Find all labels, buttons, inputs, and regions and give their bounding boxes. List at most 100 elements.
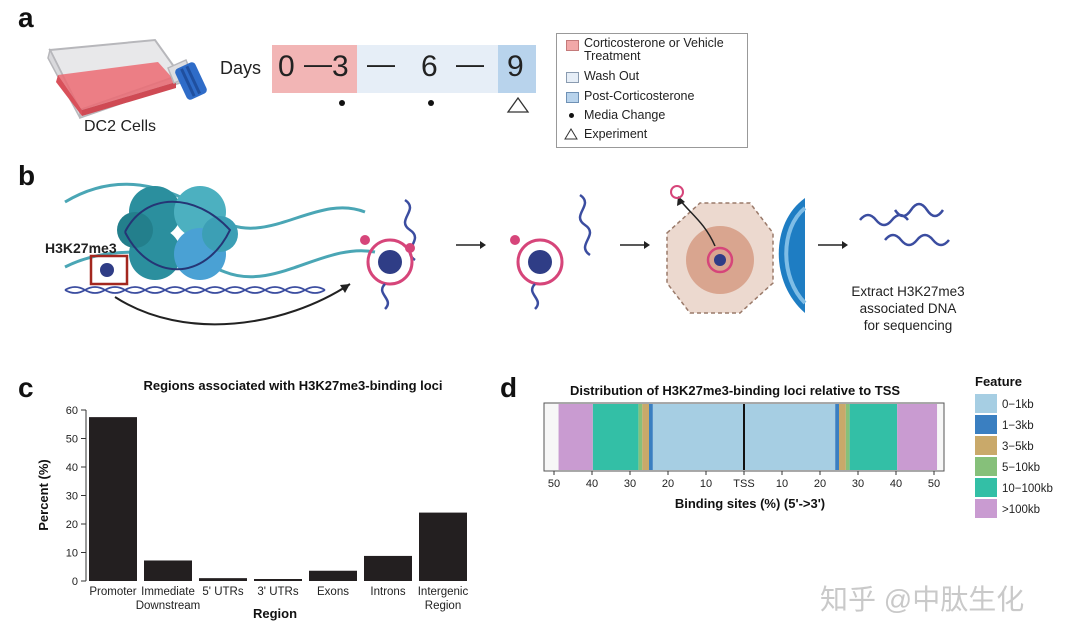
bar <box>254 579 302 581</box>
y-tick-label: 50 <box>66 434 78 446</box>
legend-swatch-washout <box>566 72 579 83</box>
extract-dna-caption: Extract H3K27me3 associated DNA for sequ… <box>851 284 965 333</box>
panel-label-c: c <box>18 372 34 403</box>
x-tick-label: 30 <box>852 478 864 490</box>
segment-10-100kb-downstream <box>849 404 898 470</box>
x-tick-label: 30 <box>624 478 636 490</box>
timeline-dash: — <box>304 48 332 79</box>
bar <box>419 512 467 581</box>
segment-10-100kb-upstream <box>592 404 639 470</box>
category-label: Intergenic <box>418 586 469 598</box>
timeline-day-9: 9 <box>507 50 524 83</box>
chart-d-legend-title: Feature <box>975 374 1022 389</box>
chart-c-ylabel: Percent (%) <box>36 459 51 531</box>
y-tick-label: 10 <box>66 548 78 560</box>
timeline-day-6: 6 <box>421 50 438 83</box>
category-label: Downstream <box>136 600 201 612</box>
antibody-bound-fragment-1 <box>360 198 417 310</box>
washout-period-bar <box>357 45 498 93</box>
bar <box>309 570 357 581</box>
chart-d-xlabel: Binding sites (%) (5'->3') <box>675 496 825 511</box>
x-tick-label: 40 <box>586 478 598 490</box>
legend-swatch <box>975 394 997 413</box>
legend-swatch <box>975 436 997 455</box>
extracted-dna-icon <box>859 202 950 247</box>
segment-0-1kb-downstream <box>744 404 836 470</box>
legend-triangle-icon <box>564 128 578 140</box>
arrow-icon <box>456 241 486 249</box>
legend-label-washout: Wash Out <box>584 69 640 83</box>
bar <box>89 417 137 581</box>
category-label: 5' UTRs <box>202 586 243 598</box>
bar <box>144 560 192 581</box>
legend-label: 3−5kb <box>1002 441 1034 453</box>
timeline-day-3: 3 <box>332 50 349 83</box>
tss-distribution-chart: Distribution of H3K27me3-binding loci re… <box>543 374 1053 518</box>
timeline-dash: — <box>367 48 395 79</box>
chart-d-title: Distribution of H3K27me3-binding loci re… <box>570 383 900 398</box>
legend-dot-icon <box>569 113 574 118</box>
legend-label-experiment: Experiment <box>584 127 648 141</box>
x-tick-label: 40 <box>890 478 902 490</box>
legend-label: 10−100kb <box>1002 483 1053 495</box>
x-tick-label: 20 <box>814 478 826 490</box>
x-tick-label: 10 <box>776 478 788 490</box>
timeline-day-0: 0 <box>278 50 295 83</box>
y-tick-label: 40 <box>66 462 78 474</box>
media-change-dot <box>428 100 434 106</box>
nucleosome-illustration <box>64 182 376 326</box>
category-label: Promoter <box>89 586 136 598</box>
experiment-triangle-icon <box>506 96 530 113</box>
segment-5-10kb-downstream <box>845 404 850 470</box>
watermark-text: 知乎 @中肽生化 <box>820 584 1025 615</box>
chart-c-title: Regions associated with H3K27me3-binding… <box>143 378 442 393</box>
legend-swatch <box>975 415 997 434</box>
category-label: 3' UTRs <box>257 586 298 598</box>
x-tick-label: 50 <box>548 478 560 490</box>
x-tick-label: 10 <box>700 478 712 490</box>
timeline-dash: — <box>456 48 484 79</box>
legend-swatch-treatment <box>566 40 579 51</box>
arrow-icon <box>818 241 848 249</box>
days-label: Days <box>220 58 262 78</box>
y-tick-label: 20 <box>66 519 78 531</box>
segment-3-5kb-downstream <box>839 404 846 470</box>
segment->100kb-upstream <box>558 404 593 470</box>
legend-swatch <box>975 478 997 497</box>
legend-label-post: Post-Corticosterone <box>584 89 695 103</box>
category-label: Exons <box>317 586 349 598</box>
post-corticosterone-period-bar <box>498 45 536 93</box>
media-change-dot <box>339 100 345 106</box>
segment-0-1kb-upstream <box>652 404 744 470</box>
segment-3-5kb-upstream <box>642 404 649 470</box>
category-label: Region <box>425 600 461 612</box>
category-label: Immediate <box>141 586 195 598</box>
segment-1-3kb-downstream <box>835 404 839 470</box>
legend-swatch <box>975 499 997 518</box>
legend-label: 0−1kb <box>1002 399 1034 411</box>
segment-5-10kb-upstream <box>638 404 643 470</box>
x-tick-label: 20 <box>662 478 674 490</box>
h3k27me3-mark-label: H3K27me3 <box>45 240 117 256</box>
segment->100kb-downstream <box>897 404 938 470</box>
timeline-legend <box>556 33 748 148</box>
bar <box>364 555 412 581</box>
cells-label: DC2 Cells <box>84 118 157 135</box>
bead-capture-illustration <box>666 185 807 314</box>
legend-label: >100kb <box>1002 504 1040 516</box>
legend-label-media: Media Change <box>584 108 666 122</box>
cell-culture-flask-icon <box>47 38 207 120</box>
antibody-bound-fragment-2 <box>510 193 592 310</box>
y-tick-label: 60 <box>66 405 78 417</box>
arrow-icon <box>620 241 650 249</box>
legend-swatch <box>975 457 997 476</box>
chart-c-xlabel: Region <box>253 606 297 621</box>
bar <box>199 578 247 581</box>
legend-label: 1−3kb <box>1002 420 1034 432</box>
panel-label-a: a <box>18 2 34 33</box>
category-label: Introns <box>370 586 405 598</box>
panel-label-d: d <box>500 372 518 403</box>
legend-label: 5−10kb <box>1002 462 1040 474</box>
x-tick-label: TSS <box>733 478 754 490</box>
